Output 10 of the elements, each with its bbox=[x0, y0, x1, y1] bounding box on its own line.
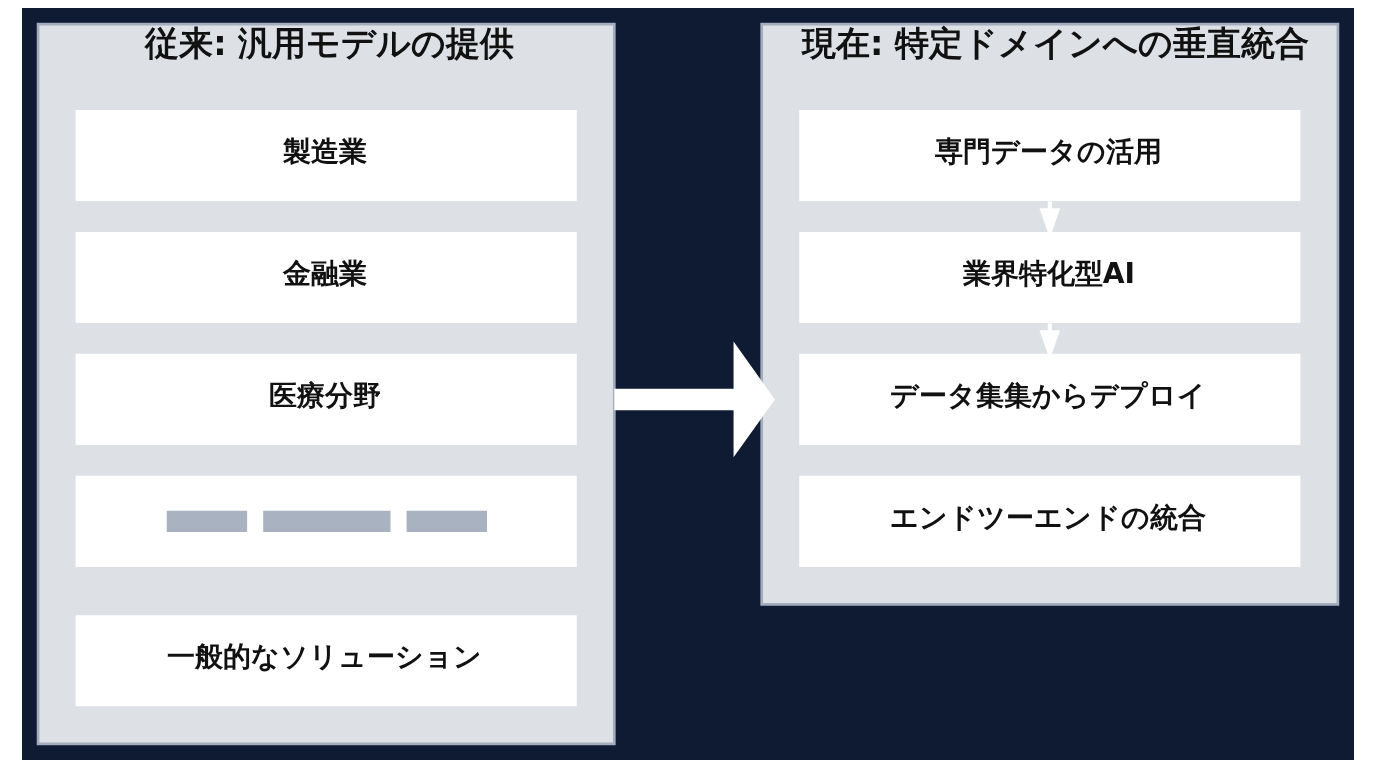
node-box: 一般的なソリューション bbox=[75, 615, 577, 707]
node-box: 医療分野 bbox=[75, 353, 577, 445]
node-box: エンドツーエンドの統合 bbox=[799, 475, 1301, 567]
node-box: 専門データの活用 bbox=[799, 109, 1301, 202]
node-box bbox=[75, 475, 577, 567]
node-box: データ集集からデプロイ bbox=[799, 353, 1301, 445]
node-box: 製造業 bbox=[75, 109, 577, 202]
node-box: 業界特化型AI bbox=[799, 231, 1301, 324]
node-box: 金融業 bbox=[75, 231, 577, 324]
arrow bbox=[614, 341, 775, 458]
